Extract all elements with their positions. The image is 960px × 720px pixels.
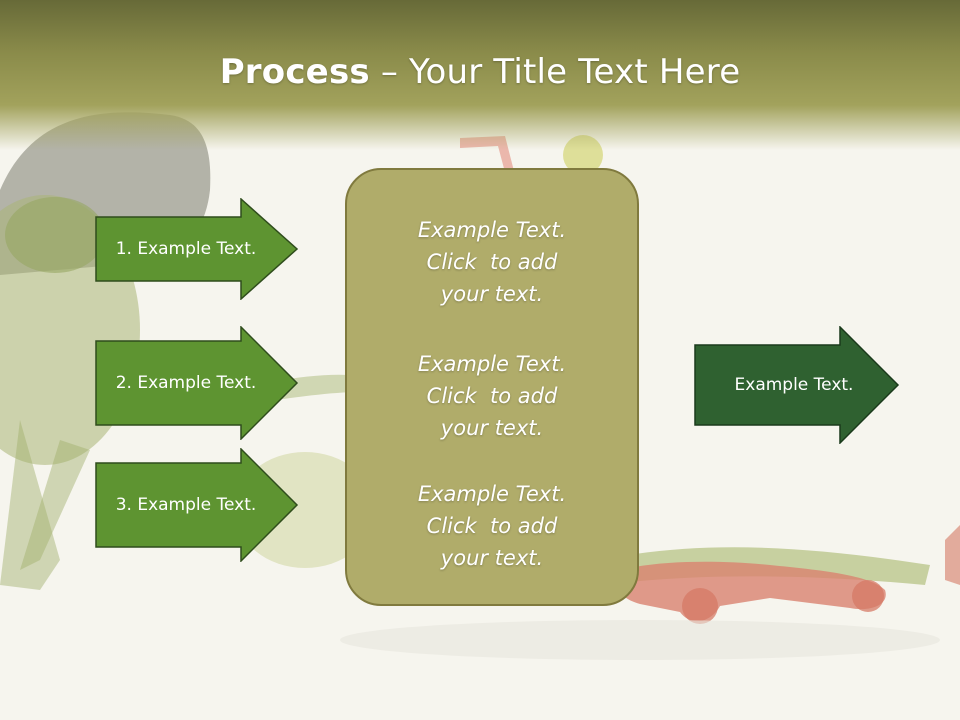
- paragraph-line: Click to add: [426, 384, 558, 408]
- step-arrow-label: 1. Example Text.: [115, 239, 257, 259]
- paragraph-line: Click to add: [426, 514, 558, 538]
- paragraph-line: Example Text.: [417, 218, 567, 242]
- step-arrow-label: 3. Example Text.: [115, 495, 257, 515]
- title-bold: Process: [219, 52, 370, 92]
- paragraph-line: Example Text.: [417, 352, 567, 376]
- center-text-box[interactable]: Example Text. Click to add your text. Ex…: [345, 168, 639, 606]
- result-arrow-label: Example Text.: [734, 375, 854, 395]
- paragraph-line: Click to add: [426, 250, 558, 274]
- paragraph-line: your text.: [440, 416, 544, 440]
- paragraph-line: Example Text.: [417, 482, 567, 506]
- center-paragraph-2: Example Text. Click to add your text.: [347, 348, 637, 444]
- step-arrow-3[interactable]: 3. Example Text.: [95, 448, 299, 562]
- result-arrow[interactable]: Example Text.: [694, 326, 900, 444]
- arrow-shape-icon: [95, 326, 299, 440]
- arrow-shape-icon: [694, 326, 900, 444]
- title-rest: – Your Title Text Here: [369, 52, 741, 92]
- arrow-shape-icon: [95, 448, 299, 562]
- step-arrow-label: 2. Example Text.: [115, 373, 257, 393]
- title-bar: [0, 0, 960, 150]
- center-paragraph-3: Example Text. Click to add your text.: [347, 478, 637, 574]
- paragraph-line: your text.: [440, 546, 544, 570]
- step-arrow-1[interactable]: 1. Example Text.: [95, 198, 299, 300]
- arrow-shape-icon: [95, 198, 299, 300]
- slide-title[interactable]: Process – Your Title Text Here: [0, 52, 960, 92]
- center-paragraph-1: Example Text. Click to add your text.: [347, 214, 637, 310]
- step-arrow-2[interactable]: 2. Example Text.: [95, 326, 299, 440]
- paragraph-line: your text.: [440, 282, 544, 306]
